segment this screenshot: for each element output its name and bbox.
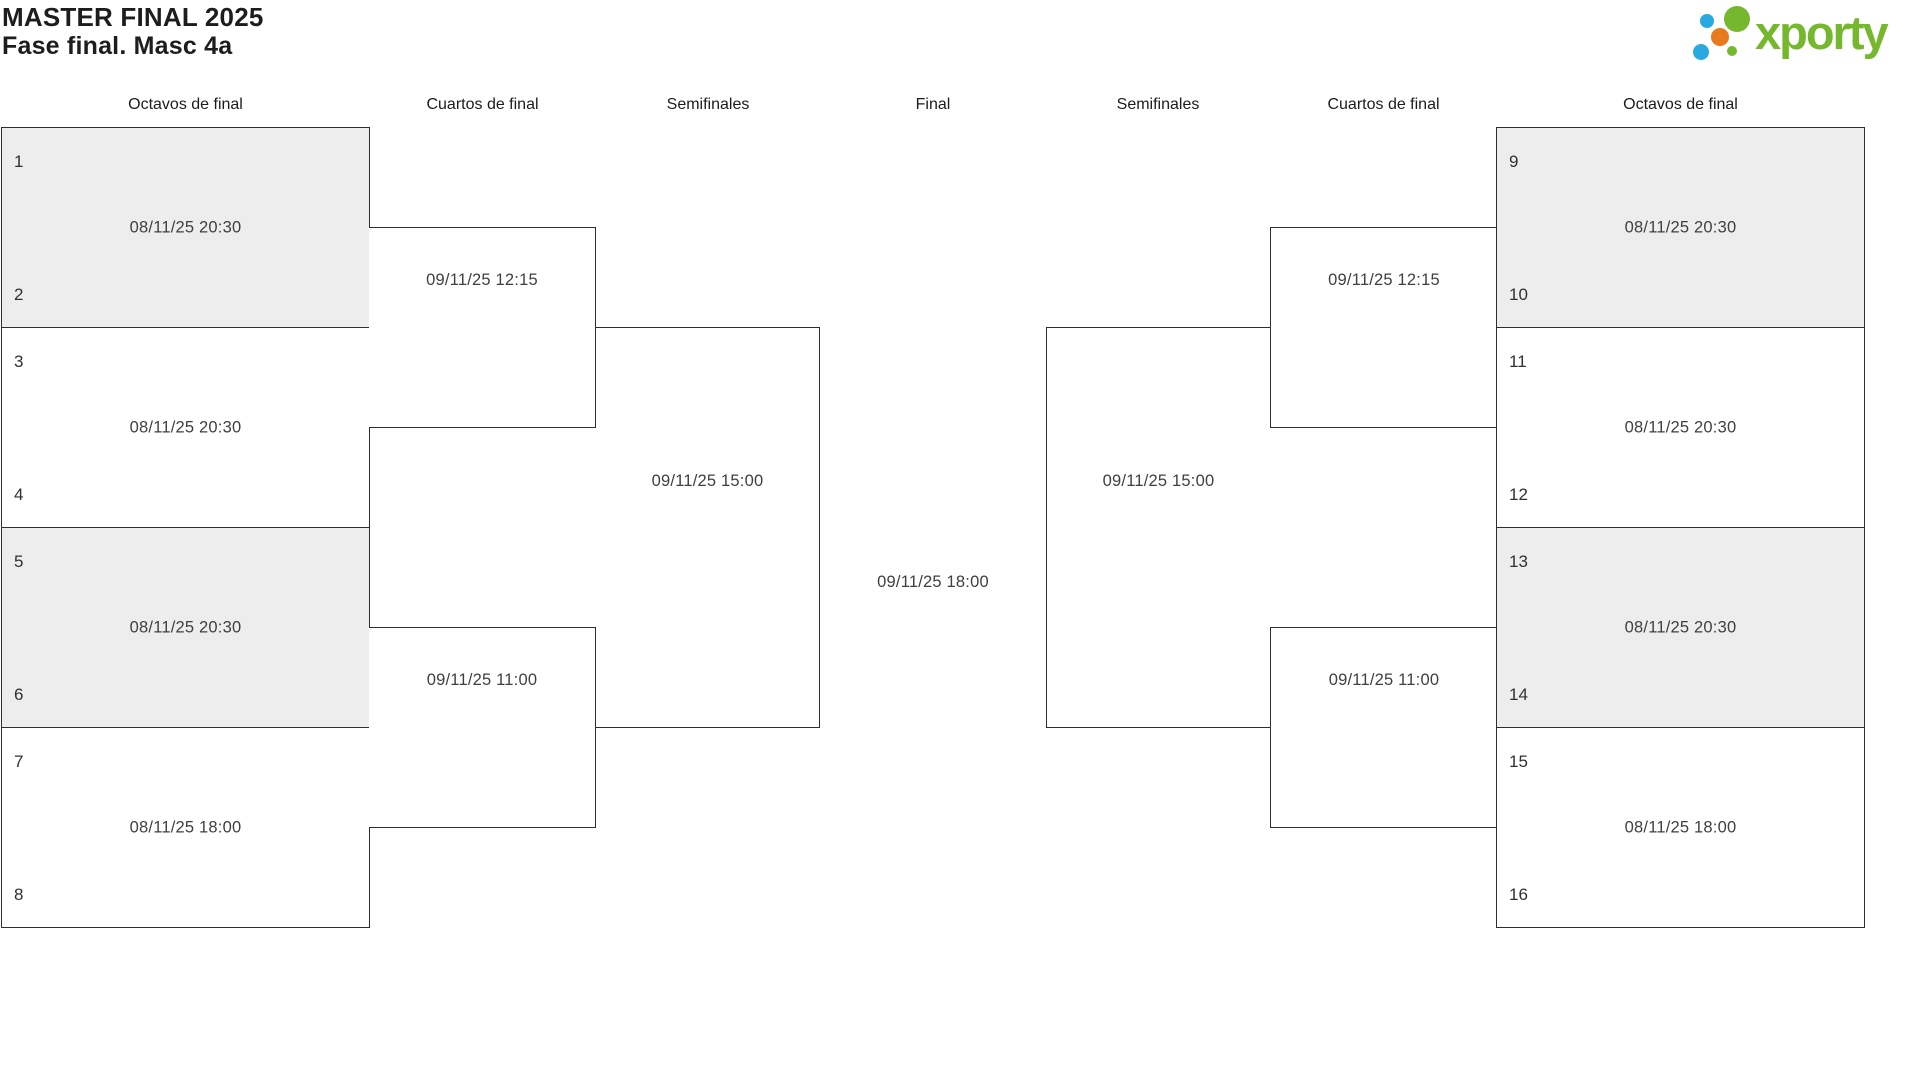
match-box-cuartos-right-1: 09/11/25 12:15 [1270, 227, 1497, 428]
match-datetime: 08/11/25 20:30 [1624, 618, 1737, 636]
match-datetime: 08/11/25 20:30 [1624, 418, 1737, 436]
seed-number: 12 [1509, 485, 1528, 504]
match-datetime: 08/11/25 20:30 [129, 618, 242, 636]
page-subtitle: Fase final. Masc 4a [2, 32, 233, 60]
round-header-semis-left: Semifinales [666, 96, 750, 113]
seed-number: 10 [1509, 285, 1528, 304]
match-box-cuartos-right-2: 09/11/25 11:00 [1270, 627, 1497, 828]
match-datetime: 08/11/25 20:30 [129, 218, 242, 236]
match-datetime: 09/11/25 11:00 [426, 671, 538, 689]
seed-number: 6 [14, 685, 24, 704]
round-header-final: Final [915, 96, 951, 113]
seed-number: 15 [1509, 752, 1528, 771]
seed-number: 16 [1509, 885, 1528, 904]
match-datetime: 09/11/25 15:00 [651, 472, 764, 490]
seed-number: 13 [1509, 552, 1528, 571]
seed-number: 9 [1509, 152, 1519, 171]
xporty-dots-icon [1692, 3, 1754, 70]
match-datetime: 09/11/25 11:00 [1328, 671, 1440, 689]
round-header-octavos-left: Octavos de final [128, 96, 243, 113]
match-box-semifinal-left: 09/11/25 15:00 [596, 327, 820, 728]
xporty-logo[interactable]: xporty [1692, 3, 1889, 70]
match-box-octavos-6: 11 12 08/11/25 20:30 [1496, 327, 1865, 528]
page-title: MASTER FINAL 2025 [2, 2, 264, 32]
xporty-logo-text: xporty [1755, 6, 1889, 59]
match-box-cuartos-left-1: 09/11/25 12:15 [369, 227, 596, 428]
seed-number: 8 [14, 885, 24, 904]
seed-number: 5 [14, 552, 24, 571]
seed-number: 11 [1509, 352, 1527, 371]
match-datetime: 08/11/25 20:30 [1624, 218, 1737, 236]
match-box-octavos-3: 5 6 08/11/25 20:30 [1, 527, 370, 728]
round-header-semis-right: Semifinales [1116, 96, 1200, 113]
seed-number: 2 [14, 285, 24, 304]
match-box-octavos-8: 15 16 08/11/25 18:00 [1496, 727, 1865, 928]
page-header: MASTER FINAL 2025 Fase final. Masc 4a [2, 2, 264, 61]
seed-number: 4 [14, 485, 24, 504]
match-box-octavos-4: 7 8 08/11/25 18:00 [1, 727, 370, 928]
final-match-datetime: 09/11/25 18:00 [877, 573, 989, 591]
seed-number: 14 [1509, 685, 1528, 704]
match-datetime: 09/11/25 12:15 [426, 271, 538, 289]
match-datetime: 08/11/25 18:00 [129, 818, 242, 836]
match-box-cuartos-left-2: 09/11/25 11:00 [369, 627, 596, 828]
match-box-octavos-5: 9 10 08/11/25 20:30 [1496, 127, 1865, 328]
round-header-cuartos-left: Cuartos de final [426, 96, 539, 113]
round-header-cuartos-right: Cuartos de final [1327, 96, 1440, 113]
round-header-octavos-right: Octavos de final [1623, 96, 1738, 113]
match-box-octavos-7: 13 14 08/11/25 20:30 [1496, 527, 1865, 728]
match-datetime: 09/11/25 15:00 [1102, 472, 1215, 490]
seed-number: 1 [14, 152, 24, 171]
match-box-semifinal-right: 09/11/25 15:00 [1046, 327, 1270, 728]
match-datetime: 08/11/25 20:30 [129, 418, 242, 436]
match-datetime: 09/11/25 12:15 [1328, 271, 1440, 289]
match-datetime: 08/11/25 18:00 [1624, 818, 1737, 836]
seed-number: 7 [14, 752, 24, 771]
seed-number: 3 [14, 352, 24, 371]
match-box-octavos-1: 1 2 08/11/25 20:30 [1, 127, 370, 328]
match-box-octavos-2: 3 4 08/11/25 20:30 [1, 327, 370, 528]
